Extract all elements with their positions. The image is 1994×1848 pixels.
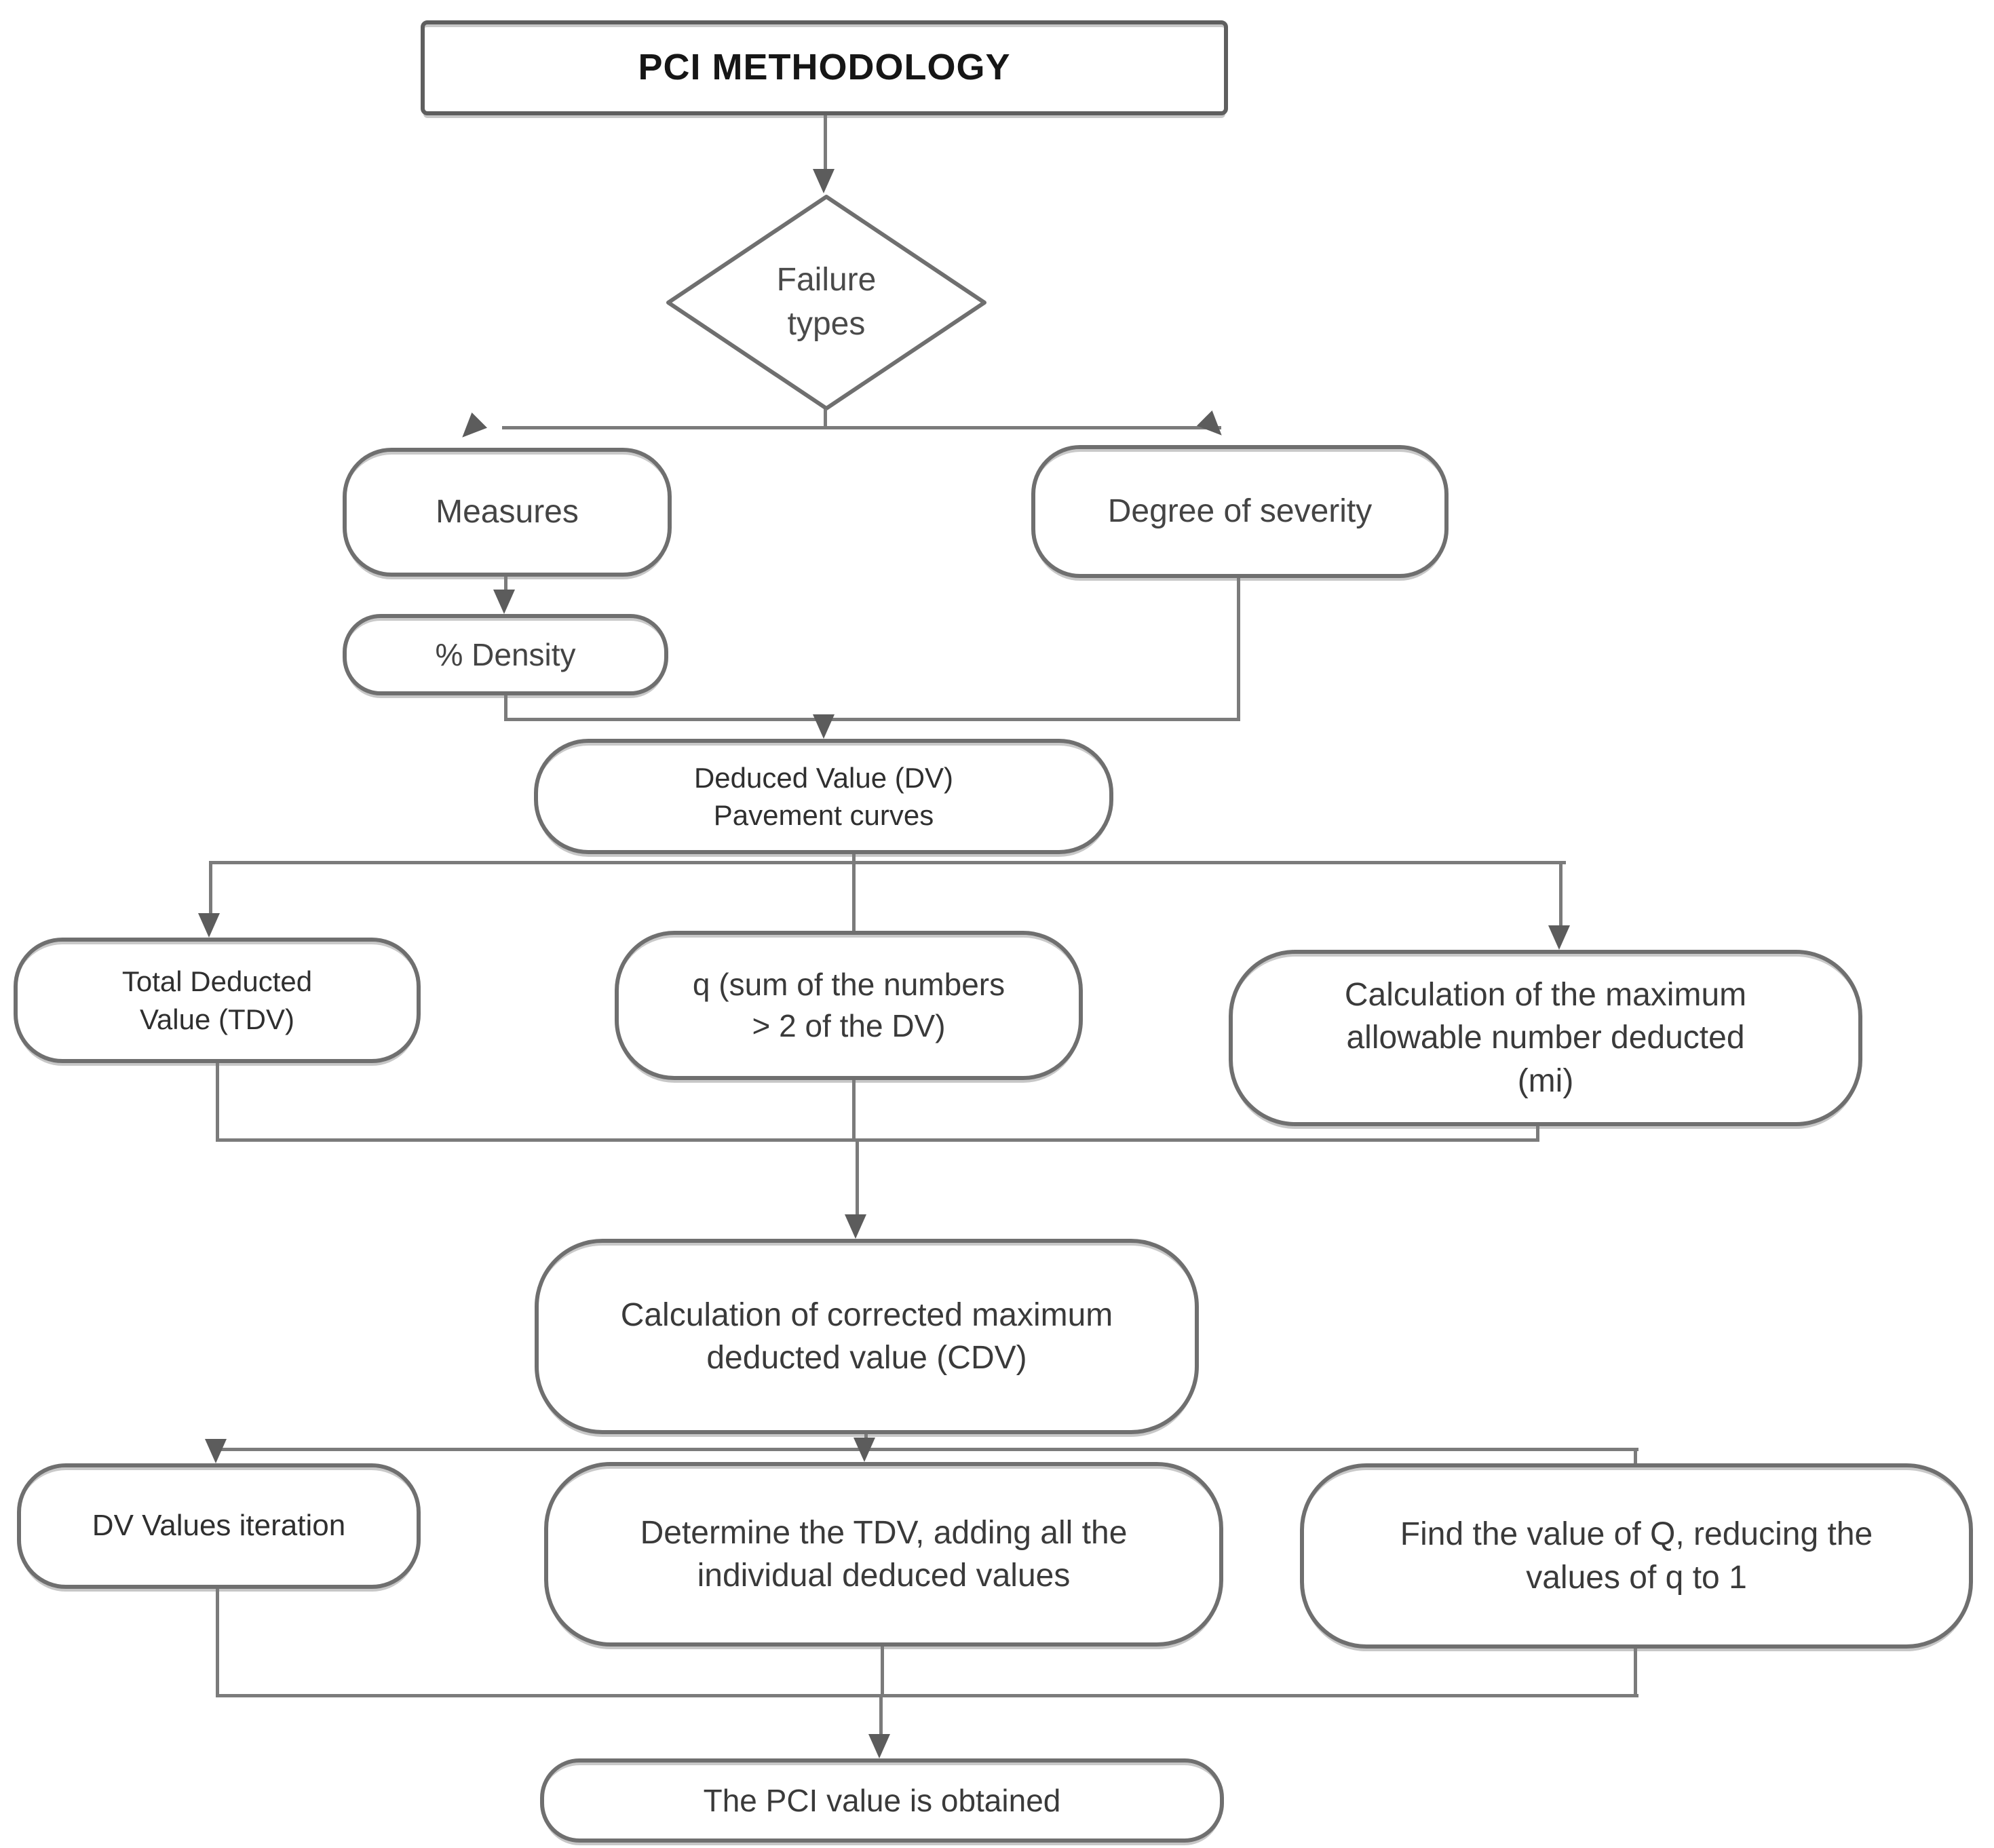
degree-of-severity-node: Degree of severity — [1031, 445, 1449, 578]
dv-values-iteration-node: DV Values iteration — [17, 1463, 421, 1589]
failure-types-diamond: Failure types — [665, 193, 988, 412]
arrowhead-down-icon — [813, 169, 835, 193]
dv-values-iteration-label: DV Values iteration — [92, 1509, 346, 1543]
edge-branch1-to-mi — [1559, 861, 1562, 925]
edge-merge-line-top — [504, 718, 1240, 721]
failure-types-label: Failure types — [776, 262, 877, 342]
edge-branch-line-1 — [209, 861, 1566, 864]
find-value-q-label: Find the value of Q, reducing the values… — [1400, 1516, 1873, 1596]
q-sum-node: q (sum of the numbers > 2 of the DV) — [615, 931, 1083, 1080]
deduced-value-label: Deduced Value (DV) Pavement curves — [693, 761, 954, 831]
edge-branch-line-2 — [216, 1448, 1638, 1451]
edge-dviter-to-merge2 — [216, 1589, 219, 1697]
max-allowable-number-label: Calculation of the maximum allowable num… — [1344, 976, 1747, 1099]
edge-title-to-diamond — [824, 115, 827, 169]
determine-tdv-node: Determine the TDV, adding all the indivi… — [544, 1462, 1223, 1647]
arrowhead-down-icon — [198, 913, 220, 938]
edge-q-to-merge1 — [852, 1080, 856, 1141]
edge-mi-to-merge1 — [1536, 1126, 1539, 1141]
edge-tdv-to-merge1 — [216, 1063, 219, 1141]
max-allowable-number-node: Calculation of the maximum allowable num… — [1229, 950, 1862, 1126]
arrowhead-downleft-icon — [454, 412, 488, 446]
corrected-max-deducted-node: Calculation of corrected maximum deducte… — [535, 1239, 1199, 1434]
measures-node: Measures — [343, 448, 672, 577]
edge-degree-to-merge — [1237, 578, 1240, 720]
determine-tdv-label: Determine the TDV, adding all the indivi… — [640, 1514, 1128, 1594]
arrowhead-down-icon — [868, 1734, 890, 1758]
edge-determine-to-merge2 — [881, 1647, 884, 1697]
edge-measures-to-density — [504, 577, 507, 592]
arrowhead-downright-icon — [1196, 410, 1230, 444]
edge-split-line — [502, 426, 1221, 429]
edge-branch1-to-q — [852, 861, 856, 931]
edge-dv-to-branch1 — [852, 854, 856, 864]
find-value-q-node: Find the value of Q, reducing the values… — [1300, 1463, 1973, 1649]
edge-merge1-to-cdv — [856, 1138, 859, 1214]
degree-of-severity-label: Degree of severity — [1107, 493, 1373, 530]
edge-density-to-merge — [504, 695, 507, 720]
edge-merge2-to-pci — [879, 1694, 883, 1734]
arrowhead-down-icon — [845, 1214, 866, 1239]
arrowhead-down-icon — [813, 714, 835, 739]
edge-diamond-to-split — [824, 409, 827, 429]
q-sum-label: q (sum of the numbers > 2 of the DV) — [692, 967, 1005, 1043]
edge-findq-to-merge2 — [1634, 1649, 1637, 1697]
arrowhead-down-icon — [493, 590, 515, 614]
arrowhead-down-icon — [854, 1438, 875, 1462]
arrowhead-down-icon — [205, 1439, 227, 1463]
edge-merge-line-1 — [216, 1138, 1539, 1142]
density-node: % Density — [343, 614, 668, 695]
density-label: % Density — [435, 636, 576, 672]
pci-value-obtained-node: The PCI value is obtained — [540, 1758, 1224, 1843]
edge-merge-line-2 — [216, 1694, 1638, 1697]
edge-branch2-to-findq — [1634, 1448, 1637, 1463]
title-box: PCI METHODOLOGY — [421, 20, 1228, 115]
pci-value-obtained-label: The PCI value is obtained — [703, 1782, 1061, 1818]
total-deducted-value-node: Total Deducted Value (TDV) — [14, 938, 421, 1063]
arrowhead-down-icon — [1548, 925, 1570, 950]
corrected-max-deducted-label: Calculation of corrected maximum deducte… — [620, 1296, 1113, 1376]
diamond-shape — [666, 195, 986, 410]
deduced-value-node: Deduced Value (DV) Pavement curves — [534, 739, 1113, 854]
title-text: PCI METHODOLOGY — [638, 47, 1011, 88]
measures-label: Measures — [436, 494, 579, 531]
total-deducted-value-label: Total Deducted Value (TDV) — [121, 965, 313, 1035]
edge-branch1-to-tdv — [209, 861, 212, 913]
